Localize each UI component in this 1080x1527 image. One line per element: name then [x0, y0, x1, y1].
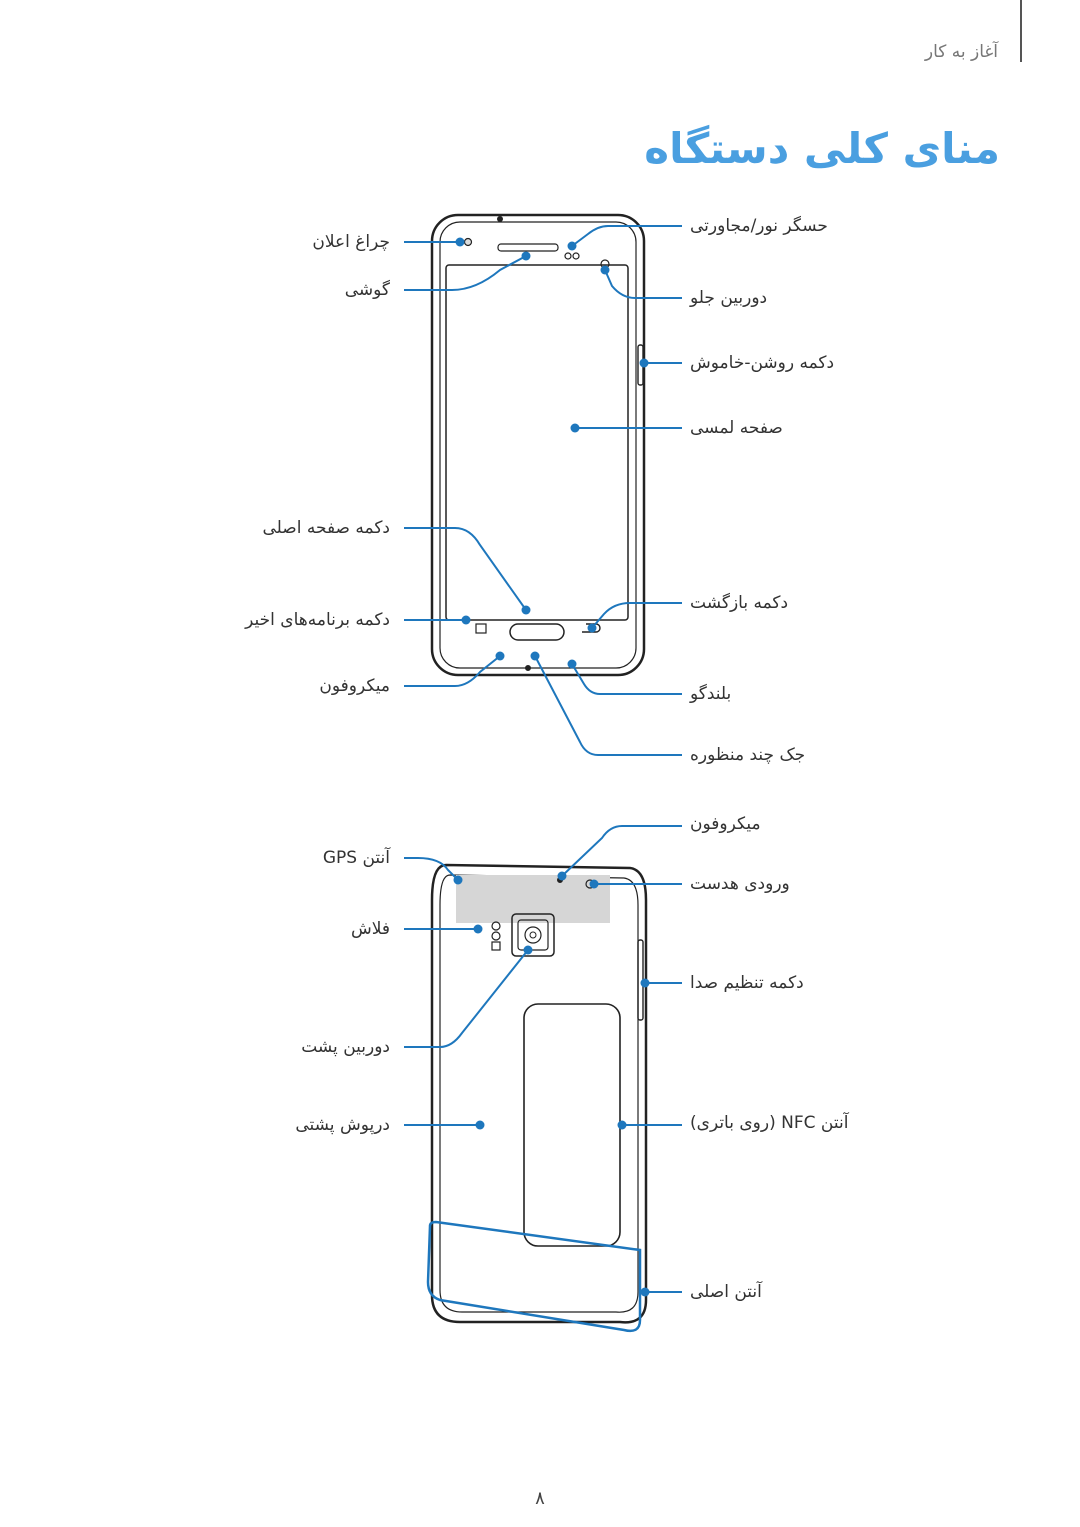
- page-title: منای کلی دستگاه: [644, 124, 1000, 173]
- section-title: آغاز به کار: [924, 42, 998, 62]
- front-phone: [430, 213, 646, 677]
- label-back-key: دکمه بازگشت: [690, 593, 789, 613]
- label-nfc-antenna: آنتن NFC (روی باتری): [690, 1113, 849, 1133]
- label-recent-apps-key: دکمه برنامه‌های اخیر: [245, 610, 390, 630]
- label-rear-camera: دوربین پشت: [301, 1037, 390, 1057]
- label-gps-antenna: آنتن GPS: [322, 848, 390, 868]
- label-earpiece: گوشی: [344, 280, 390, 300]
- label-volume-key: دکمه تنظیم صدا: [690, 973, 804, 993]
- label-notification-light: چراغ اعلان: [312, 232, 390, 252]
- label-home-key: دکمه صفحه اصلی: [262, 518, 391, 538]
- label-touch-screen: صفحه لمسی: [690, 418, 783, 438]
- label-flash: فلاش: [350, 919, 390, 939]
- label-microphone-front: میکروفون: [319, 676, 390, 696]
- label-microphone-back: میکروفون: [690, 814, 761, 834]
- label-back-cover: درپوش پشتی: [295, 1115, 390, 1135]
- label-front-camera: دوربین جلو: [690, 288, 768, 308]
- back-phone: [430, 863, 648, 1324]
- main-antenna-outline: [426, 1220, 642, 1333]
- label-headset-jack: ورودی هدست: [690, 874, 790, 894]
- label-multipurpose-jack: جک چند منظوره: [690, 745, 806, 765]
- label-power-key: دکمه روشن-خاموش: [690, 353, 835, 373]
- callout-dots: [453, 237, 650, 1297]
- header-divider: [1020, 0, 1022, 62]
- label-speaker: بلندگو: [690, 684, 732, 704]
- page-number: ۸: [535, 1488, 545, 1509]
- label-main-antenna: آنتن اصلی: [690, 1282, 762, 1302]
- callout-lines: [404, 225, 682, 1293]
- label-light-sensor: حسگر نور/مجاورتی: [690, 216, 828, 236]
